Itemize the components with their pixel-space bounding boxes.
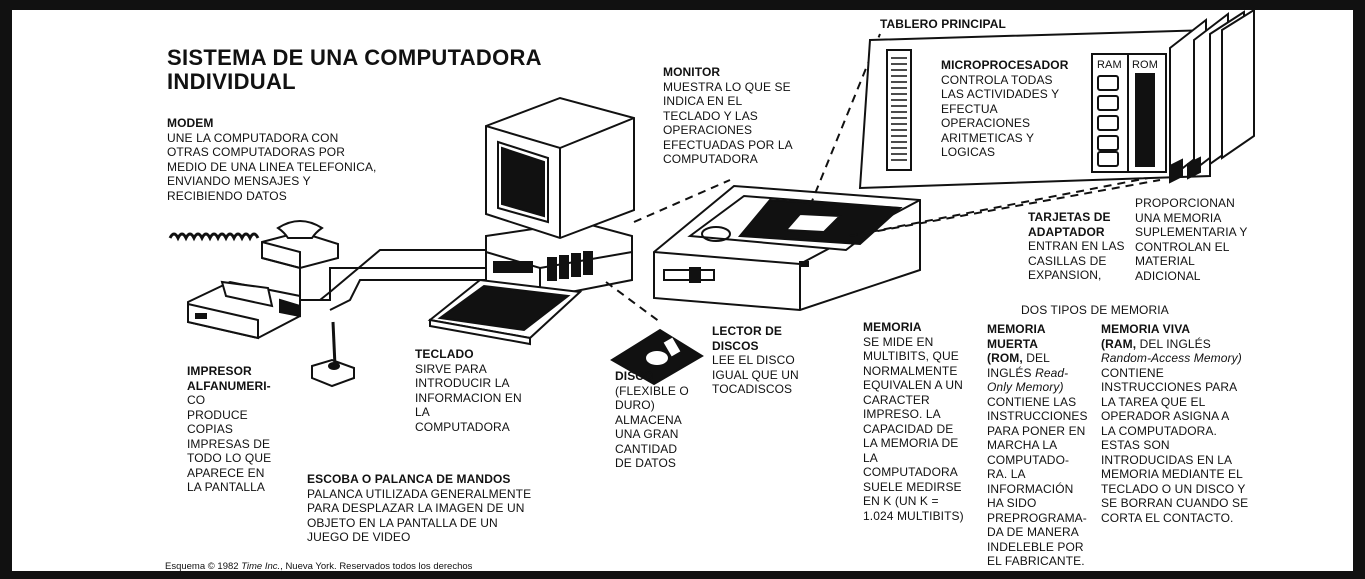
microprocessor-label: MICROPROCESADOR CONTROLA TODAS LAS ACTIV… bbox=[941, 58, 1069, 159]
adapter-cards-icon bbox=[1169, 8, 1255, 184]
keyboard-label: TECLADO SIRVE PARA INTRODUCIR LA INFORMA… bbox=[415, 347, 522, 434]
cable-joystick bbox=[329, 279, 490, 311]
ram-chip-label: RAM bbox=[1097, 59, 1122, 71]
main-board-icon bbox=[858, 28, 1211, 190]
modem-cord bbox=[168, 232, 260, 242]
ram-memory-label: MEMORIA VIVA (RAM, DEL INGLÉS Random-Acc… bbox=[1101, 322, 1249, 525]
memory-types-heading: DOS TIPOS DE MEMORIA bbox=[1021, 303, 1169, 317]
computer-icon bbox=[485, 96, 635, 300]
printer-icon bbox=[187, 280, 301, 340]
floppy-disk-icon bbox=[610, 328, 704, 386]
printer-label: IMPRESOR ALFANUMERI- CO PRODUCE COPIAS I… bbox=[187, 364, 272, 494]
copyright-credit: Esquema © 1982 Time Inc., Nueva York. Re… bbox=[165, 561, 473, 572]
diagram-title: SISTEMA DE UNA COMPUTADORA INDIVIDUAL bbox=[167, 45, 542, 94]
joystick-label: ESCOBA O PALANCA DE MANDOS PALANCA UTILI… bbox=[307, 472, 532, 544]
adapter-cards-label: TARJETAS DE ADAPTADOR ENTRAN EN LAS CASI… bbox=[1028, 210, 1125, 282]
monitor-label: MONITOR MUESTRA LO QUE SE INDICA EN EL T… bbox=[663, 65, 793, 166]
cable-modem bbox=[299, 267, 490, 301]
memory-label: MEMORIA SE MIDE EN MULTIBITS, QUE NORMAL… bbox=[863, 320, 964, 523]
main-board-label: TABLERO PRINCIPAL bbox=[880, 17, 1006, 31]
cable-printer bbox=[319, 249, 490, 301]
modem-label: MODEM UNE LA COMPUTADORA CON OTRAS COMPU… bbox=[167, 116, 377, 203]
rom-chip-label: ROM bbox=[1132, 59, 1158, 71]
disk-label: DISCO (FLEXIBLE O DURO) ALMACENA UNA GRA… bbox=[615, 369, 689, 470]
disk-drive-icon bbox=[653, 184, 921, 312]
adapter-cards-description: PROPORCIONAN UNA MEMORIA SUPLEMENTARIA Y… bbox=[1135, 196, 1248, 283]
keyboard-icon bbox=[427, 278, 583, 346]
disk-reader-label: LECTOR DE DISCOS LEE EL DISCO IGUAL QUE … bbox=[712, 324, 799, 396]
joystick-icon bbox=[311, 321, 355, 388]
modem-icon bbox=[261, 220, 339, 270]
rom-memory-label: MEMORIA MUERTA (ROM, DEL INGLÉS Read- On… bbox=[987, 322, 1088, 568]
